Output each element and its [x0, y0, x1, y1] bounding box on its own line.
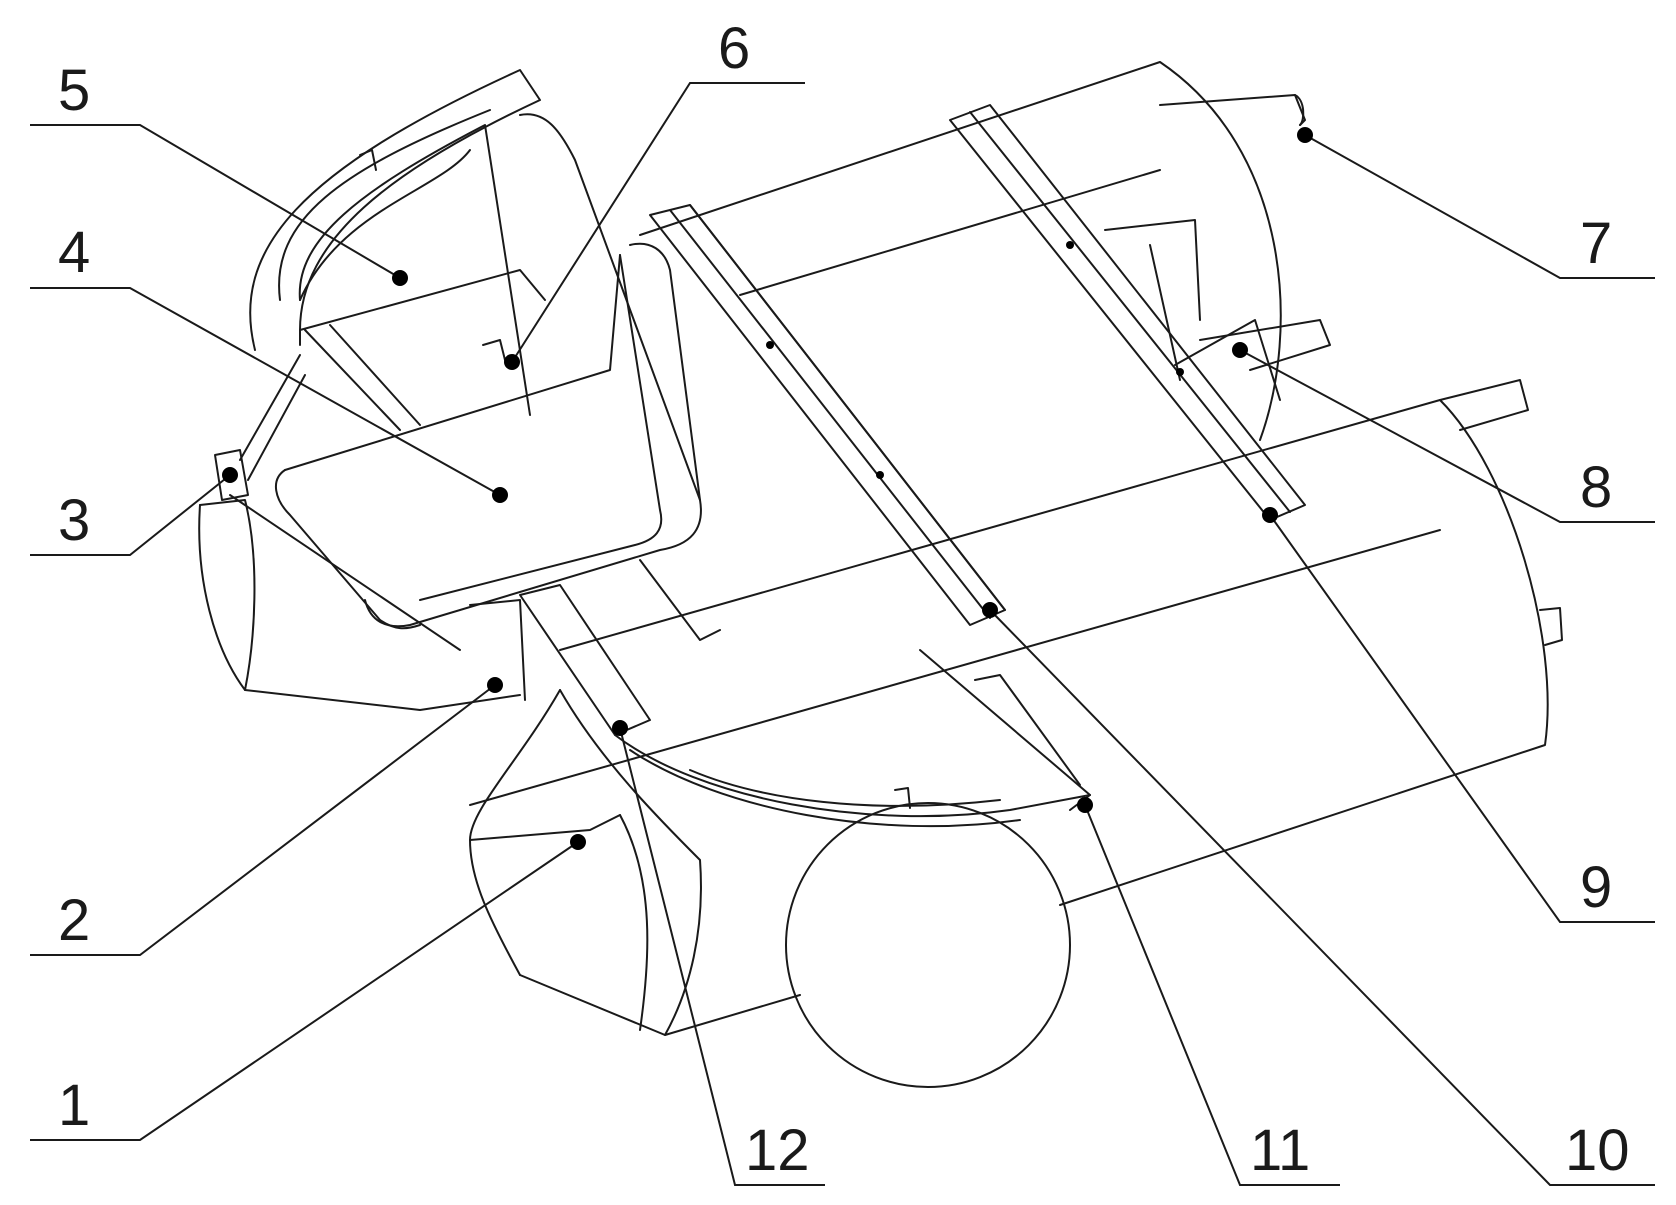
label-12: 12	[745, 1118, 810, 1183]
upper-frame	[249, 69, 546, 416]
lower-pod	[469, 689, 702, 1036]
upper-left-pod	[198, 494, 526, 711]
label-8: 8	[1580, 455, 1612, 520]
seat-bracket	[275, 113, 702, 630]
label-3: 3	[58, 488, 90, 553]
lower-bars	[519, 559, 1091, 828]
bottom-wheel	[785, 802, 1071, 1088]
label-11: 11	[1250, 1118, 1310, 1183]
cross-bars	[649, 104, 1306, 626]
label-7: 7	[1580, 211, 1612, 276]
label-10: 10	[1565, 1118, 1630, 1183]
part-labels: 1 2 3 4 5 6 7 8 9 10 11 12	[58, 16, 1630, 1183]
label-2: 2	[58, 888, 90, 953]
leaders	[30, 82, 1655, 1186]
shafts	[1104, 94, 1529, 431]
main-body	[469, 61, 1563, 1036]
label-6: 6	[718, 16, 750, 81]
label-1: 1	[58, 1073, 90, 1138]
clamp-part	[214, 354, 306, 501]
label-9: 9	[1580, 855, 1612, 920]
label-4: 4	[58, 220, 90, 285]
label-5: 5	[58, 58, 90, 123]
